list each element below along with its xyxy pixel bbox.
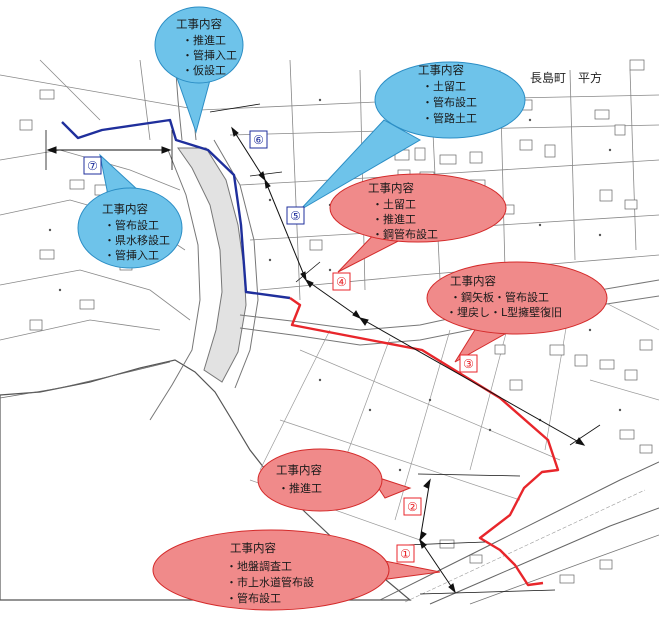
callout-item: ・管布設工 bbox=[104, 218, 159, 232]
field-line bbox=[279, 419, 521, 501]
place-name-label: 長島町 平方 bbox=[530, 70, 602, 85]
callout-item: ・管挿入工 bbox=[104, 248, 159, 262]
section-marker-7: ⑦ bbox=[83, 156, 102, 175]
section-marker-2: ② bbox=[403, 497, 422, 516]
callout-item: ・推進工 bbox=[182, 33, 226, 47]
section-number: ② bbox=[407, 500, 418, 514]
section-3-arrow bbox=[358, 317, 601, 446]
callout-title: 工事内容 bbox=[450, 274, 496, 288]
highway-upper bbox=[379, 461, 659, 601]
field-line bbox=[299, 349, 561, 461]
field-line bbox=[394, 329, 451, 521]
shore-line bbox=[0, 361, 171, 399]
callout-section-4: 工事内容 ・土留工 ・推進工 ・鋼管布設工 bbox=[329, 173, 507, 273]
callout-item: ・土留工 bbox=[372, 198, 416, 211]
callout-item: ・鋼矢板・管布設工 bbox=[450, 290, 549, 304]
callout-item: ・県水移設工 bbox=[104, 233, 170, 247]
field-line bbox=[259, 329, 331, 471]
callout-title: 工事内容 bbox=[230, 541, 276, 555]
callout-item: ・市上水道管布設 bbox=[226, 575, 314, 589]
river-bank-right bbox=[213, 139, 259, 389]
road bbox=[289, 59, 301, 301]
section-marker-1: ① bbox=[396, 544, 415, 563]
callout-title: 工事内容 bbox=[102, 202, 148, 216]
callout-section-1: 工事内容 ・地盤調査工 ・市上水道管布設 ・管布設工 bbox=[152, 529, 441, 611]
red-route-line bbox=[289, 297, 560, 587]
field-line bbox=[589, 379, 659, 401]
callout-section-3: 工事内容 ・鋼矢板・管布設工 ・埋戻し・L型擁壁復旧 bbox=[426, 261, 608, 363]
blue-route-line bbox=[61, 118, 291, 300]
section-number: ④ bbox=[336, 275, 347, 289]
section-5-arrow bbox=[249, 171, 307, 282]
callout-item: ・埋戻し・L型擁壁復旧 bbox=[446, 305, 562, 319]
field-line bbox=[599, 299, 659, 331]
callout-title: 工事内容 bbox=[368, 181, 414, 195]
field-line bbox=[544, 304, 571, 451]
section-marker-4: ④ bbox=[332, 272, 351, 291]
road bbox=[0, 269, 191, 321]
road bbox=[0, 74, 659, 111]
callout-section-6: 工事内容 ・推進工 ・管挿入工 ・仮設工 bbox=[154, 6, 244, 134]
section-marker-3: ③ bbox=[459, 354, 478, 373]
callout-section-7: 工事内容 ・管布設工 ・県水移設工 ・管挿入工 bbox=[77, 153, 183, 269]
callouts: 工事内容 ・推進工 ・管挿入工 ・仮設工 工事内容 ・土留工 ・管布設工 ・管路… bbox=[77, 6, 608, 611]
highway-lower bbox=[429, 507, 659, 605]
section-4-arrow bbox=[295, 261, 362, 320]
callout-title: 工事内容 bbox=[418, 63, 464, 77]
section-arrows bbox=[45, 103, 601, 595]
callout-item: ・管布設工 bbox=[422, 95, 477, 109]
section-number: ⑥ bbox=[253, 133, 264, 147]
callout-section-5: 工事内容 ・土留工 ・管布設工 ・管路土工 bbox=[299, 61, 526, 211]
section-number: ③ bbox=[463, 357, 474, 371]
callout-item: ・管布設工 bbox=[226, 591, 281, 605]
callout-item: ・鋼管布設工 bbox=[372, 227, 438, 241]
road bbox=[139, 59, 151, 141]
river-channel bbox=[177, 147, 247, 383]
section-7-arrow bbox=[45, 130, 173, 170]
callout-title: 工事内容 bbox=[176, 17, 222, 31]
road bbox=[39, 59, 101, 121]
callout-item: ・推進工 bbox=[278, 481, 322, 495]
road bbox=[629, 69, 637, 251]
section-number: ⑤ bbox=[290, 209, 301, 223]
section-2-arrow bbox=[417, 473, 521, 542]
road bbox=[0, 319, 161, 341]
callout-item: ・土留工 bbox=[422, 80, 466, 93]
section-number: ① bbox=[400, 547, 411, 561]
section-markers: ① ② ③ ④ ⑤ ⑥ ⑦ bbox=[83, 130, 478, 563]
section-marker-6: ⑥ bbox=[249, 130, 268, 149]
field-line bbox=[469, 317, 511, 471]
highway-edge bbox=[469, 534, 659, 605]
callout-item: ・推進工 bbox=[372, 212, 416, 226]
routes bbox=[61, 118, 560, 587]
callout-section-2: 工事内容 ・推進工 bbox=[257, 448, 412, 512]
section-number: ⑦ bbox=[87, 159, 98, 173]
highway-mid bbox=[404, 489, 646, 603]
callout-title: 工事内容 bbox=[276, 463, 322, 477]
callout-item: ・地盤調査工 bbox=[226, 559, 292, 573]
river-bank-left bbox=[149, 149, 201, 421]
callout-item: ・管路土工 bbox=[422, 111, 477, 125]
section-1-arrow bbox=[404, 538, 556, 595]
callout-item: ・仮設工 bbox=[182, 63, 226, 77]
section-marker-5: ⑤ bbox=[286, 206, 305, 225]
callout-item: ・管挿入工 bbox=[182, 48, 237, 62]
road bbox=[569, 69, 576, 261]
